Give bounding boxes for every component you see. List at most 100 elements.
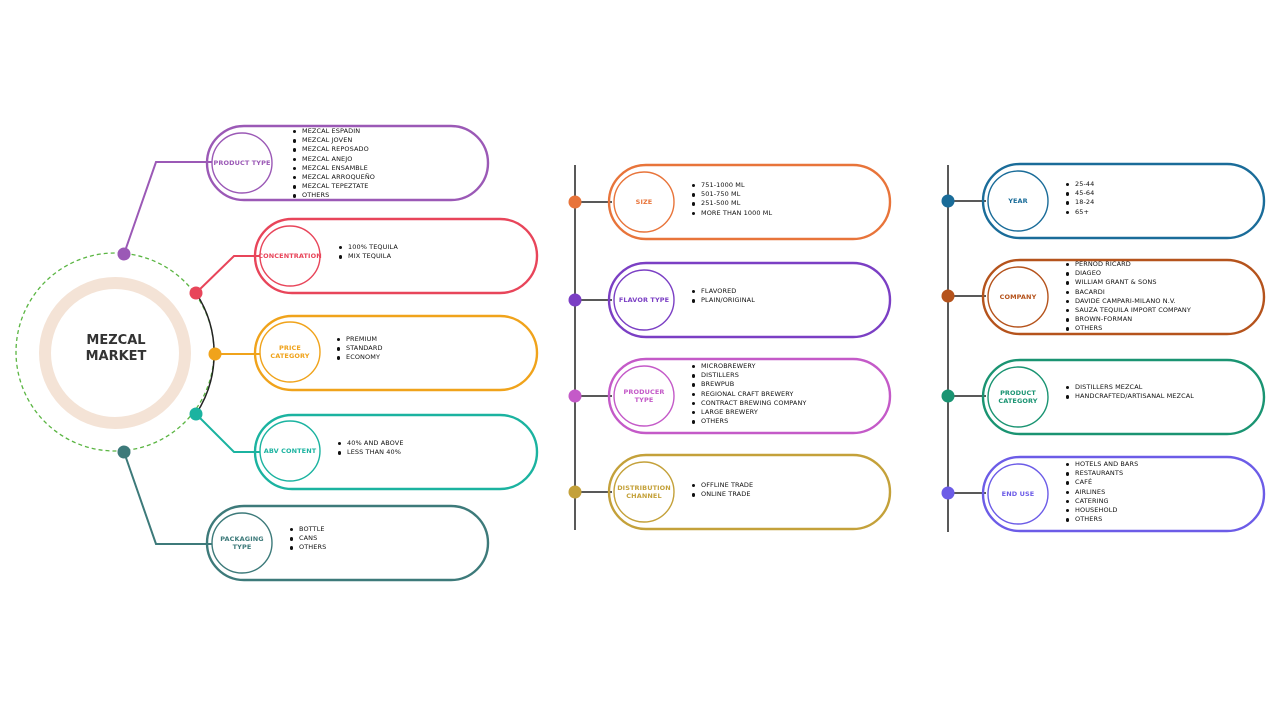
pill-end-use bbox=[981, 455, 1266, 533]
items-company: PERNOD RICARD DIAGEO WILLIAM GRANT & SON… bbox=[1066, 260, 1191, 334]
item-producer-type: OTHERS bbox=[692, 417, 807, 426]
label-circle-end-use bbox=[987, 463, 1049, 525]
item-end-use: AIRLINES bbox=[1066, 488, 1138, 497]
item-end-use: HOTELS AND BARS bbox=[1066, 460, 1138, 469]
item-product-category: HANDCRAFTED/ARTISANAL MEZCAL bbox=[1066, 392, 1194, 401]
items-size: 751-1000 ML 501-750 ML 251-500 ML MORE T… bbox=[692, 181, 772, 218]
label-circle-distribution-channel bbox=[613, 461, 675, 523]
node-dot-flavor-type bbox=[568, 293, 582, 307]
item-company: BACARDI bbox=[1066, 288, 1191, 297]
item-company: OTHERS bbox=[1066, 324, 1191, 333]
label-circle-size bbox=[613, 171, 675, 233]
pill-abv-content bbox=[253, 413, 539, 491]
label-circle-product-type bbox=[211, 132, 273, 194]
item-year: 25-44 bbox=[1066, 180, 1094, 189]
node-dot-product-type bbox=[117, 247, 131, 261]
item-end-use: HOUSEHOLD bbox=[1066, 506, 1138, 515]
items-product-category: DISTILLERS MEZCAL HANDCRAFTED/ARTISANAL … bbox=[1066, 383, 1194, 401]
item-distribution-channel: ONLINE TRADE bbox=[692, 490, 753, 499]
label-product-type: PRODUCT TYPE bbox=[213, 159, 271, 167]
item-producer-type: DISTILLERS bbox=[692, 371, 807, 380]
pill-price-category bbox=[253, 314, 539, 392]
item-size: 501-750 ML bbox=[692, 190, 772, 199]
item-producer-type: REGIONAL CRAFT BREWERY bbox=[692, 390, 807, 399]
pill-concentration bbox=[253, 217, 539, 295]
connector-abv-content bbox=[195, 413, 260, 453]
label-distribution-channel: DISTRIBUTION CHANNEL bbox=[614, 462, 674, 522]
pill-product-category bbox=[981, 358, 1266, 436]
item-abv-content: LESS THAN 40% bbox=[338, 448, 404, 457]
item-producer-type: MICROBREWERY bbox=[692, 362, 807, 371]
label-circle-price-category bbox=[259, 321, 321, 383]
pill-producer-type bbox=[607, 357, 892, 435]
label-circle-year bbox=[987, 170, 1049, 232]
item-size: MORE THAN 1000 ML bbox=[692, 209, 772, 218]
node-dot-abv-content bbox=[189, 407, 203, 421]
pill-product-type bbox=[205, 124, 490, 202]
label-end-use: END USE bbox=[1001, 490, 1035, 498]
item-company: BROWN-FORMAN bbox=[1066, 315, 1191, 324]
item-packaging-type: BOTTLE bbox=[290, 525, 326, 534]
item-company: WILLIAM GRANT & SONS bbox=[1066, 278, 1191, 287]
connector-product-type bbox=[123, 161, 212, 255]
label-circle-producer-type bbox=[613, 365, 675, 427]
label-circle-flavor-type bbox=[613, 269, 675, 331]
item-producer-type: BREWPUB bbox=[692, 380, 807, 389]
item-packaging-type: CANS bbox=[290, 534, 326, 543]
item-end-use: OTHERS bbox=[1066, 515, 1138, 524]
item-size: 251-500 ML bbox=[692, 199, 772, 208]
hub-title-line-2: MARKET bbox=[85, 349, 147, 364]
label-circle-concentration bbox=[259, 225, 321, 287]
item-price-category: STANDARD bbox=[337, 344, 383, 353]
item-product-type: MEZCAL REPOSADO bbox=[293, 145, 375, 154]
item-end-use: CATERING bbox=[1066, 497, 1138, 506]
node-dot-year bbox=[941, 194, 955, 208]
item-year: 65+ bbox=[1066, 208, 1094, 217]
pill-packaging-type bbox=[205, 504, 490, 582]
label-distribution-channel-line-1: DISTRIBUTION bbox=[617, 484, 671, 492]
node-dot-concentration bbox=[189, 286, 203, 300]
item-producer-type: CONTRACT BREWING COMPANY bbox=[692, 399, 807, 408]
label-circle-company bbox=[987, 266, 1049, 328]
pill-size bbox=[607, 163, 892, 241]
label-company: COMPANY bbox=[999, 293, 1037, 301]
items-concentration: 100% TEQUILA MIX TEQUILA bbox=[339, 243, 398, 261]
items-abv-content: 40% AND ABOVE LESS THAN 40% bbox=[338, 439, 404, 457]
label-distribution-channel-line-2: CHANNEL bbox=[626, 492, 662, 500]
node-dot-producer-type bbox=[568, 389, 582, 403]
connector-concentration bbox=[195, 255, 260, 294]
hub-title: MEZCAL MARKET bbox=[56, 333, 176, 365]
item-abv-content: 40% AND ABOVE bbox=[338, 439, 404, 448]
items-distribution-channel: OFFLINE TRADE ONLINE TRADE bbox=[692, 481, 753, 499]
label-circle-packaging-type bbox=[211, 512, 273, 574]
item-product-type: MEZCAL ANEJO bbox=[293, 155, 375, 164]
item-flavor-type: FLAVORED bbox=[692, 287, 755, 296]
item-packaging-type: OTHERS bbox=[290, 543, 326, 552]
hub-ring bbox=[39, 277, 191, 429]
item-company: DIAGEO bbox=[1066, 269, 1191, 278]
item-product-type: MEZCAL JOVEN bbox=[293, 136, 375, 145]
item-year: 18-24 bbox=[1066, 198, 1094, 207]
label-flavor-type: FLAVOR TYPE bbox=[618, 296, 670, 304]
item-concentration: 100% TEQUILA bbox=[339, 243, 398, 252]
items-end-use: HOTELS AND BARS RESTAURANTS CAFÉ AIRLINE… bbox=[1066, 460, 1138, 524]
label-packaging-type: PACKAGING TYPE bbox=[220, 535, 264, 551]
label-price-category: PRICE CATEGORY bbox=[270, 344, 310, 360]
label-circle-abv-content bbox=[259, 420, 321, 482]
pill-year bbox=[981, 162, 1266, 240]
node-dot-distribution-channel bbox=[568, 485, 582, 499]
item-price-category: PREMIUM bbox=[337, 335, 383, 344]
pill-company bbox=[981, 258, 1266, 336]
node-dot-size bbox=[568, 195, 582, 209]
item-price-category: ECONOMY bbox=[337, 353, 383, 362]
item-end-use: RESTAURANTS bbox=[1066, 469, 1138, 478]
pill-flavor-type bbox=[607, 261, 892, 339]
pill-distribution-channel bbox=[607, 453, 892, 531]
item-product-type: OTHERS bbox=[293, 191, 375, 200]
items-price-category: PREMIUM STANDARD ECONOMY bbox=[337, 335, 383, 363]
label-product-category: PRODUCT CATEGORY bbox=[988, 367, 1048, 427]
item-producer-type: LARGE BREWERY bbox=[692, 408, 807, 417]
item-product-type: MEZCAL ARROQUEÑO bbox=[293, 173, 375, 182]
item-end-use: CAFÉ bbox=[1066, 478, 1138, 487]
